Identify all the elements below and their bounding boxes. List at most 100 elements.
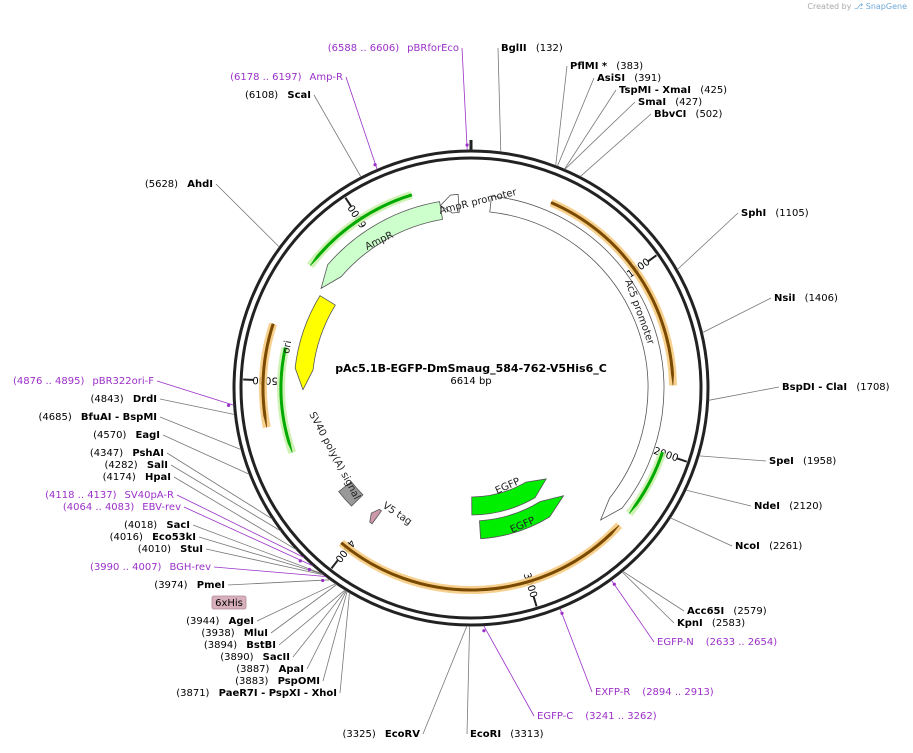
- feature-label-sv40-polya: SV40 poly(A) signal: [306, 410, 362, 501]
- leader-eagi: [162, 434, 250, 475]
- leader-acc65i: [622, 570, 685, 612]
- leader-pshai: [166, 452, 273, 520]
- enzyme-name: SphI: [741, 208, 766, 219]
- primer-range: (3241 .. 3262): [585, 711, 657, 722]
- leader-egfp-c: [483, 625, 535, 717]
- enzyme-name: Eco53kI: [152, 532, 196, 543]
- enzyme-position: (425): [697, 85, 727, 96]
- enzyme-name: PshAI: [132, 448, 164, 459]
- enzyme-label-stui: (4010) StuI: [138, 544, 203, 555]
- enzyme-name: NdeI: [754, 501, 780, 512]
- tag-label-6xhis: 6xHis: [215, 598, 243, 609]
- feature-arrows: [294, 194, 665, 540]
- enzyme-sep: -: [651, 85, 662, 96]
- enzyme-position: (3313): [507, 729, 544, 740]
- enzyme-name: StuI: [180, 544, 203, 555]
- primer-range: (2633 .. 2654): [706, 637, 778, 648]
- leader-mlui: [270, 584, 337, 634]
- tick-mark-6000: [344, 197, 352, 207]
- leader-egfp-n: [611, 579, 655, 643]
- enzyme-name: Acc65I: [687, 606, 724, 617]
- leader-bglii: [497, 47, 502, 152]
- site-labels: BglII (132)PflMI * (383)AsiSI (391)TspMI…: [13, 43, 890, 740]
- leader-exfp-r: [559, 608, 593, 693]
- primer-name: BGH-rev: [169, 562, 211, 573]
- enzyme-label-pspomi: (3883) PspOMI: [235, 676, 320, 687]
- enzyme-label-spei: SpeI (1958): [769, 456, 836, 467]
- leader-pflmi: [555, 65, 568, 166]
- feature-v5-tag-arrow: [369, 508, 383, 525]
- enzyme-name: BglII: [501, 43, 527, 54]
- leader-ecori: [466, 625, 470, 735]
- primer-label-bgh-rev: (3990 .. 4007)BGH-rev: [90, 562, 211, 573]
- enzyme-name: KpnI: [677, 618, 703, 629]
- enzyme-label-hpai: (4174) HpaI: [103, 472, 171, 483]
- enzyme-label-sali: (4282) SalI: [104, 460, 168, 471]
- primer-label-pbr322ori-f: (4876 .. 4895)pBR322ori-F: [13, 376, 154, 387]
- feature-egfp-arrow: [471, 478, 547, 516]
- enzyme-position: (3894): [204, 640, 240, 651]
- enzyme-name: SacII: [263, 652, 290, 663]
- leader-pbr322ori-f: [156, 380, 234, 406]
- leader-ndei: [685, 489, 752, 507]
- enzyme-label-scai: (6108) ScaI: [245, 90, 311, 101]
- enzyme-label-eco53ki: (4016) Eco53kI: [110, 532, 196, 543]
- leader-sacii: [292, 590, 347, 658]
- primer-label-egfp-c: EGFP-C(3241 .. 3262): [537, 711, 657, 722]
- enzyme-position: (1958): [800, 456, 837, 467]
- enzyme-position: (3944): [186, 616, 222, 627]
- feature-label-ori: ori: [281, 340, 294, 355]
- enzyme-position: (3890): [220, 652, 256, 663]
- leader-asisi: [557, 77, 595, 167]
- tag-badge-6xhis: [211, 595, 247, 610]
- enzyme-name: PspOMI: [278, 676, 320, 687]
- primer-site-pbrforeco: [465, 143, 469, 147]
- feature-ampr-arrow: [320, 201, 444, 290]
- enzyme-position: (502): [692, 109, 722, 120]
- enzyme-name: SmaI: [638, 97, 666, 108]
- enzyme-position: (4282): [104, 460, 140, 471]
- leader-bgh-rev: [213, 566, 326, 577]
- enzyme-label-ncoi: NcoI (2261): [735, 541, 802, 552]
- leader-apai: [306, 590, 347, 670]
- feature-sv40-poly-a-signal-arrow: [338, 481, 364, 507]
- enzyme-name: MluI: [244, 628, 268, 639]
- enzyme-position: (1406): [801, 293, 838, 304]
- enzyme-sep: -: [300, 688, 311, 699]
- enzyme-name: EcoRI: [470, 729, 501, 740]
- enzyme-position: (2583): [709, 618, 746, 629]
- snapgene-credit: Created by ⎇ SnapGene: [807, 2, 907, 11]
- leader-agei: [256, 583, 336, 622]
- enzyme-label-agei: (3944) AgeI: [186, 616, 254, 627]
- enzyme-position: (3883): [235, 676, 271, 687]
- enzyme-label-tspmi: TspMI - XmaI (425): [619, 85, 727, 96]
- enzyme-name: SacI: [166, 520, 190, 531]
- enzyme-name: AgeI: [229, 616, 254, 627]
- enzyme-label-saci: (4018) SacI: [124, 520, 190, 531]
- orf-arrow: [279, 347, 293, 453]
- enzyme-position: (3974): [154, 580, 190, 591]
- enzyme-name: AsiSI: [597, 73, 625, 84]
- leader-hpai: [173, 476, 297, 551]
- enzyme-position: (4010): [138, 544, 174, 555]
- label-leaders: [156, 47, 780, 735]
- primer-label-ebv-rev: (4064 .. 4083)EBV-rev: [63, 502, 181, 513]
- primer-range: (4118 .. 4137): [45, 490, 117, 501]
- primer-name: SV40pA-R: [125, 490, 174, 501]
- primer-label-amp-r: (6178 .. 6197)Amp-R: [230, 72, 343, 83]
- enzyme-label-bbvci: BbvCI (502): [654, 109, 723, 120]
- tick-mark-3000: [532, 596, 538, 607]
- leader-saci: [192, 524, 323, 575]
- enzyme-position: (2120): [786, 501, 823, 512]
- leader-kpni: [621, 571, 675, 624]
- enzyme-label-ahdi: (5628) AhdI: [145, 179, 213, 190]
- snapgene-logo-icon: ⎇: [853, 2, 864, 11]
- plasmid-name: pAc5.1B-EGFP-DmSmaug_584-762-V5His6_C: [335, 362, 607, 375]
- enzyme-position: (4685): [38, 412, 74, 423]
- orf-arrow: [628, 451, 664, 514]
- enzyme-name: EagI: [136, 430, 160, 441]
- enzyme-label-bstbi: (3894) BstBI: [204, 640, 276, 651]
- leader-bstbi: [278, 589, 346, 646]
